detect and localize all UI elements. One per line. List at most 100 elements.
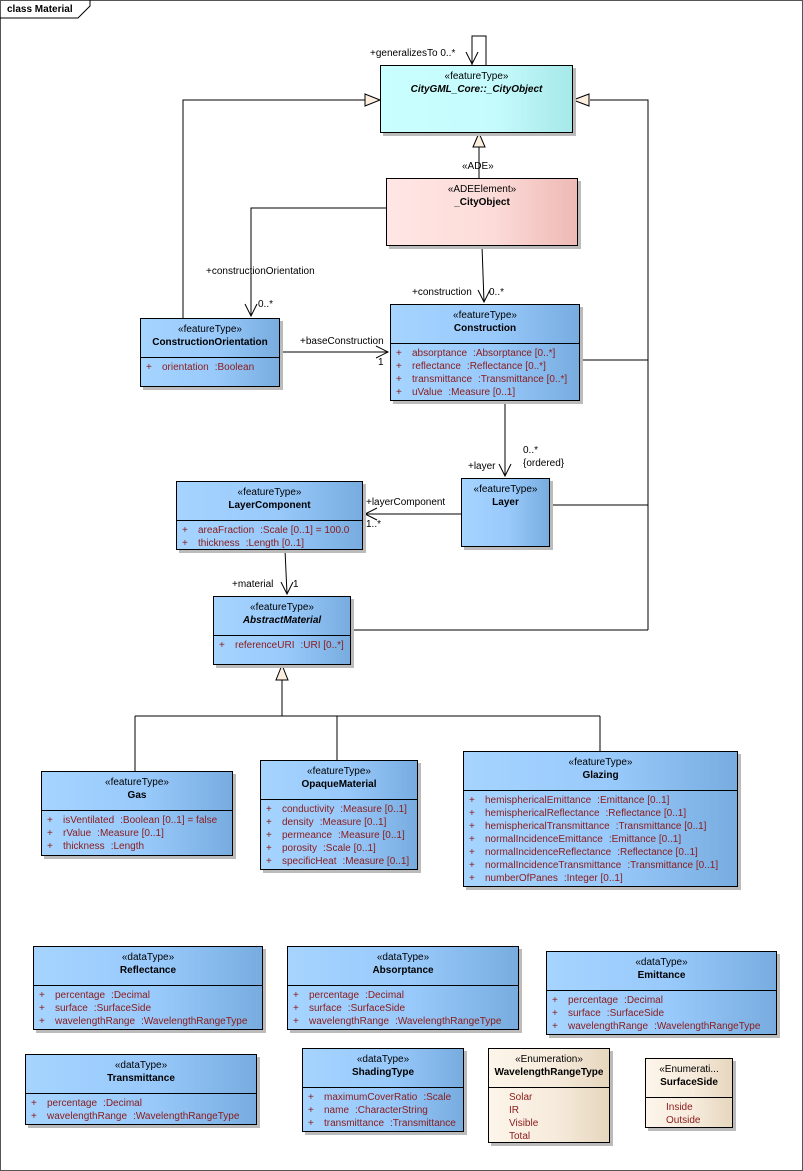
attribute-name: hemisphericalReflectance	[485, 808, 600, 819]
attribute: +transmittance:Transmittance [0..*]	[391, 373, 579, 386]
visibility-public: +	[293, 990, 299, 1001]
visibility-public: +	[469, 873, 475, 884]
attribute: +permeance:Measure [0..1]	[261, 829, 417, 842]
class-name: CityGML_Core::_CityObject	[410, 84, 543, 95]
attribute-name: absorptance	[412, 348, 468, 359]
association-construction	[481, 245, 485, 303]
attribute-type: :Measure [0..1]	[97, 828, 164, 839]
class-header: «dataType»ShadingType	[303, 1049, 463, 1087]
class-emittance[interactable]: «dataType»Emittance+percentage:Decimal+s…	[546, 951, 777, 1035]
generalization-constructionorientation	[182, 99, 366, 318]
class-constructionorientation[interactable]: «featureType» ConstructionOrientation +ori…	[140, 318, 280, 387]
arrow-head-icon	[477, 289, 491, 304]
attribute-name: permeance	[282, 830, 333, 841]
visibility-public: +	[308, 1118, 314, 1129]
attribute: +normalIncidenceEmittance:Emittance [0..…	[464, 833, 737, 846]
literal-name: Outside	[666, 1115, 701, 1126]
attribute-type: :Measure [0..1]	[340, 804, 407, 815]
attribute: +wavelengthRange:WavelengthRangeType	[34, 1015, 262, 1028]
class-name: Reflectance	[119, 965, 177, 976]
attribute-name: thickness	[63, 841, 105, 852]
visibility-public: +	[469, 847, 475, 858]
class-construction[interactable]: «featureType»Construction+absorptance:Ab…	[390, 304, 580, 401]
class-stereotype: «featureType»	[178, 324, 242, 335]
visibility-public: +	[552, 1021, 558, 1032]
attribute-name: wavelengthRange	[55, 1016, 136, 1027]
arrow-head-icon	[375, 345, 390, 359]
attribute-type: :Scale	[423, 1092, 452, 1103]
attribute-type: :Transmittance [0..1]	[627, 860, 719, 871]
class-header: «featureType»Gas	[42, 772, 232, 810]
literal-name: IR	[509, 1105, 519, 1116]
visibility-public: +	[293, 1016, 299, 1027]
attribute: +surface:SurfaceSide	[547, 1007, 776, 1020]
attribute-name: surface	[55, 1003, 88, 1014]
class-reflectance[interactable]: «dataType»Reflectance+percentage:Decimal…	[33, 946, 263, 1030]
visibility-public: +	[396, 387, 402, 398]
class-layercomponent[interactable]: «featureType»LayerComponent+areaFraction…	[176, 481, 363, 550]
class-name: Emittance	[637, 970, 686, 981]
enum-literal: Visible	[489, 1117, 609, 1130]
attribute-type: :Decimal	[111, 990, 150, 1001]
class-header: «dataType»Transmittance	[26, 1055, 256, 1093]
attribute: +normalIncidenceReflectance:Reflectance …	[464, 846, 737, 859]
arrow-head-icon	[363, 507, 378, 521]
visibility-public: +	[266, 804, 272, 815]
association-construction-orientation	[250, 207, 386, 316]
attribute: + normalIncidenceTransmittance :Transmitta…	[464, 859, 737, 872]
visibility-public: +	[469, 860, 475, 871]
class-cityobject[interactable]: «ADEElement»_CityObject	[386, 178, 578, 246]
class-header: «featureType»Layer	[462, 479, 549, 546]
attribute: +thickness:Length [0..1]	[177, 537, 362, 550]
visibility-public: +	[266, 830, 272, 841]
class-name: ConstructionOrientation	[152, 337, 268, 348]
class-gas[interactable]: «featureType»Gas+isVentilated:Boolean [0…	[41, 771, 233, 856]
attribute-type: :Boolean [0..1] = false	[120, 815, 218, 826]
attribute-list: +percentage:Decimal+surface:SurfaceSide+…	[288, 985, 518, 1028]
class-absorptance[interactable]: «dataType»Absorptance+percentage:Decimal…	[287, 946, 519, 1030]
attribute: +percentage:Decimal	[547, 994, 776, 1007]
class-stereotype: «featureType»	[105, 777, 169, 788]
attribute-name: normalIncidenceTransmittance	[485, 860, 622, 871]
class-opaquematerial[interactable]: «featureType»OpaqueMaterial+conductivity…	[260, 760, 418, 870]
visibility-public: +	[469, 808, 475, 819]
attribute-type: :Emittance [0..1]	[608, 834, 682, 845]
attribute-name: normalIncidenceReflectance	[485, 847, 612, 858]
class-glazing[interactable]: «featureType»Glazing+hemisphericalEmitta…	[463, 751, 738, 887]
class-stereotype: «dataType»	[114, 1060, 168, 1071]
class-layer[interactable]: «featureType»Layer	[461, 478, 550, 547]
attribute-list: +orientation:Boolean	[141, 357, 279, 374]
class-citygml-core-cityobject[interactable]: «featureType»CityGML_Core::_CityObject	[380, 65, 573, 133]
class-stereotype: «dataType»	[121, 952, 175, 963]
attribute: +wavelengthRange:WavelengthRangeType	[288, 1015, 518, 1028]
visibility-public: +	[31, 1111, 37, 1122]
attribute-name: wavelengthRange	[309, 1016, 390, 1027]
class-shadingtype[interactable]: «dataType»ShadingType+maximumCoverRatio:…	[302, 1048, 464, 1132]
class-transmittance[interactable]: «dataType»Transmittance +percentage:Decim…	[25, 1054, 257, 1125]
attribute-type: :Reflectance [0..*]	[466, 361, 546, 372]
attribute: +wavelengthRange:WavelengthRangeType	[547, 1020, 776, 1033]
literal-name: Visible	[509, 1118, 539, 1129]
attribute-type: :Decimal	[365, 990, 404, 1001]
class-name: Absorptance	[372, 965, 434, 976]
label-construction-orientation-role: +constructionOrientation	[206, 266, 315, 277]
attribute: +numberOfPanes:Integer [0..1]	[464, 872, 737, 885]
attribute-name: percentage	[568, 995, 619, 1006]
attribute-type: :Boolean	[214, 362, 255, 373]
label-construction-orientation-mult: 0..*	[258, 299, 274, 310]
class-stereotype: «featureType»	[568, 757, 633, 768]
attribute-type: :Reflectance [0..1]	[605, 808, 687, 819]
visibility-public: +	[146, 362, 152, 373]
visibility-public: +	[396, 374, 402, 385]
literal-name: Total	[509, 1131, 531, 1142]
class-abstractmaterial[interactable]: «featureType»AbstractMaterial+referenceU…	[213, 596, 351, 665]
attribute-name: referenceURI	[235, 640, 295, 651]
attribute: +percentage:Decimal	[26, 1097, 256, 1110]
class-name: AbstractMaterial	[242, 615, 322, 626]
visibility-public: +	[308, 1105, 314, 1116]
class-stereotype: «dataType»	[376, 952, 430, 963]
generalization-triangle-icon	[571, 93, 590, 107]
visibility-public: +	[182, 525, 188, 536]
